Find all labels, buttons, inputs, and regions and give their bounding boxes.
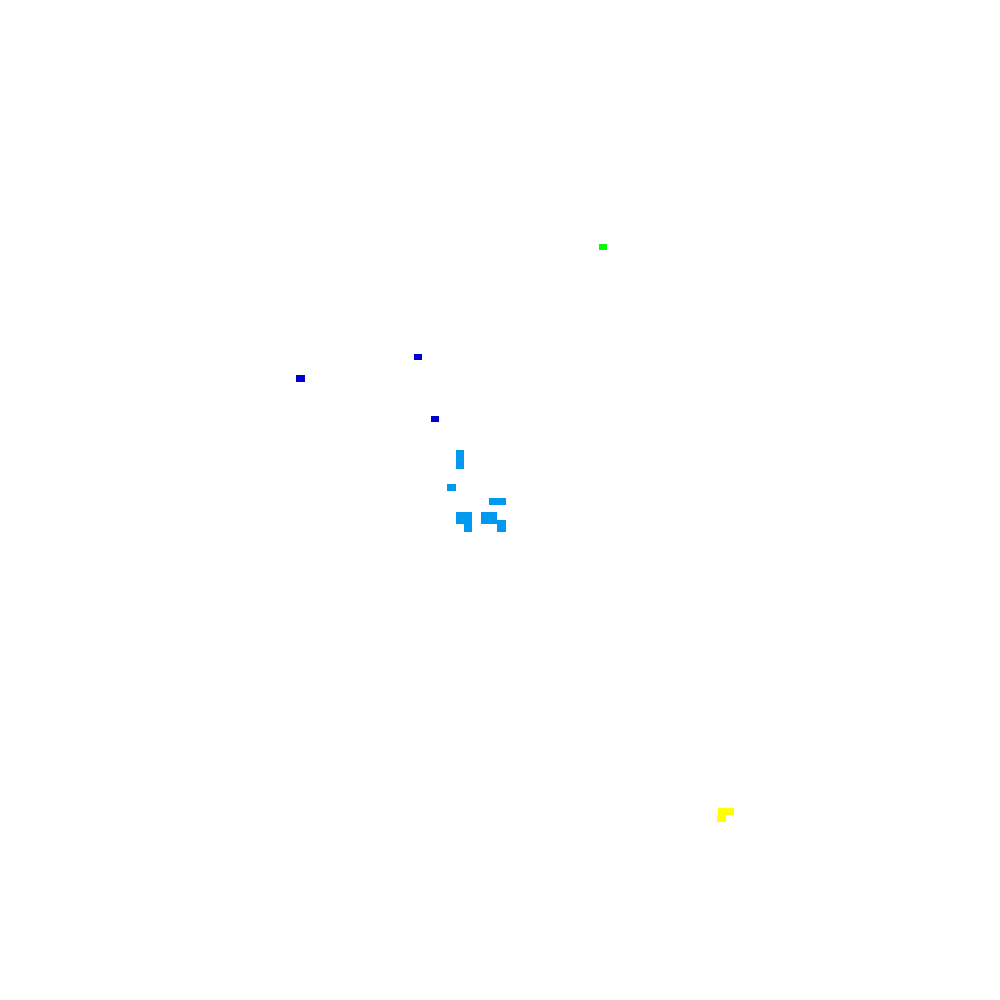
cyan-cluster xyxy=(447,484,456,491)
cyan-cluster xyxy=(456,512,472,524)
cyan-cluster-group xyxy=(447,450,506,532)
blue-cell-group xyxy=(296,354,439,422)
green-cell xyxy=(599,244,607,250)
cyan-cluster xyxy=(456,450,464,469)
green-cell-group xyxy=(599,244,607,250)
yellow-cell xyxy=(717,815,726,822)
cells-layer xyxy=(296,244,734,822)
cyan-cluster xyxy=(497,520,506,532)
yellow-cell xyxy=(718,808,734,815)
blue-cell xyxy=(296,375,305,382)
cyan-cluster xyxy=(464,524,472,532)
blue-cell xyxy=(414,354,422,360)
blue-cell xyxy=(431,416,439,422)
yellow-cell-group xyxy=(717,808,734,822)
cyan-cluster xyxy=(489,498,506,505)
cyan-cluster xyxy=(481,512,497,524)
